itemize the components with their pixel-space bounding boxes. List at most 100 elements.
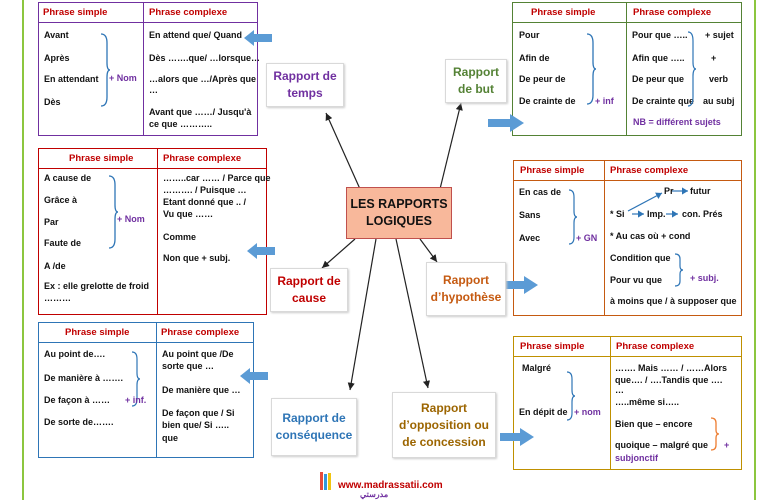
watermark-url: www.madrassatii.com	[338, 480, 443, 491]
list-item: ………	[44, 293, 71, 303]
list-item: Etant donné que .. /	[163, 197, 246, 207]
header-simple: Phrase simple	[531, 7, 596, 18]
label-opposition: Rapport d’opposition ou de concession	[392, 392, 496, 458]
table-hypothese: Phrase simple Phrase complexe En cas de …	[513, 160, 742, 316]
watermark-logo	[318, 470, 334, 494]
list-item: Bien que – encore	[615, 419, 693, 429]
page-frame	[22, 0, 756, 500]
list-item: Avant que ……/ Jusqu'à	[149, 107, 252, 117]
list-item: …	[149, 85, 158, 95]
suffix: + Nom	[109, 73, 137, 83]
table-but: Phrase simple Phrase complexe Pour Afin …	[512, 2, 742, 136]
header-simple: Phrase simple	[65, 327, 130, 338]
list-item: Avant	[44, 30, 69, 40]
tense-label: Imp.	[647, 209, 666, 219]
list-item: …..même si…..	[615, 397, 680, 407]
tense-label: Pr	[664, 186, 674, 196]
list-item: Avec	[519, 233, 541, 243]
header-complexe: Phrase complexe	[161, 327, 240, 338]
suffix: subjonctif	[615, 453, 658, 463]
list-item: De manière à …….	[44, 373, 124, 383]
table-cause: Phrase simple Phrase complexe A cause de…	[38, 148, 271, 315]
list-item: Par	[44, 217, 59, 227]
brace	[108, 175, 119, 249]
list-item: De peur que	[632, 74, 685, 84]
blue-arrow	[240, 368, 268, 384]
list-item: De sorte de…….	[44, 417, 114, 427]
list-item: En attendant	[44, 74, 99, 84]
list-item: De peur de	[519, 74, 566, 84]
list-item: En dépit de	[519, 407, 568, 417]
list-item: Dès	[44, 97, 61, 107]
watermark-small: مدرستي	[360, 490, 389, 499]
brace	[566, 371, 576, 421]
list-item: Pour vu que	[610, 275, 663, 285]
list-item: * Au cas où + cond	[610, 231, 691, 241]
list-item: Ex : elle grelotte de froid	[44, 281, 150, 291]
center-title: LES RAPPORTS LOGIQUES	[346, 187, 452, 239]
list-item: Afin de	[519, 53, 550, 63]
list-item: …alors que …/Après que	[149, 74, 257, 84]
list-item: que…. / ….Tandis que ….	[615, 375, 723, 385]
list-item: De crainte que	[632, 96, 695, 106]
label-temps: Rapport de temps	[266, 63, 344, 107]
list-item: Vu que ……	[163, 209, 214, 219]
list-item: Malgré	[522, 363, 552, 373]
list-item: ………. / Puisque …	[163, 185, 247, 195]
header-simple: Phrase simple	[520, 165, 585, 176]
tense-label: con. Prés	[682, 209, 723, 219]
blue-arrow	[500, 428, 534, 446]
table-consequence: Phrase simple Phrase complexe Au point d…	[38, 322, 254, 458]
blue-arrow	[488, 114, 524, 132]
header-complexe: Phrase complexe	[163, 153, 242, 164]
brace	[674, 253, 684, 287]
list-item: Pour que …..	[632, 30, 688, 40]
list-item: ……. Mais …… / ……Alors	[615, 363, 728, 373]
table-temps: Phrase simple Phrase complexe Avant Aprè…	[38, 2, 260, 136]
list-item: que	[162, 433, 179, 443]
label-hypothese: Rapport d’hypothèse	[426, 262, 506, 316]
brace	[568, 189, 578, 245]
list-item: En cas de	[519, 187, 562, 197]
header-simple: Phrase simple	[69, 153, 134, 164]
tense-arrows	[627, 187, 688, 218]
list-item: verb	[709, 74, 729, 84]
tense-label: * Si	[610, 209, 625, 219]
blue-arrow	[244, 30, 272, 46]
brace	[131, 351, 141, 407]
list-item: ce que ………..	[149, 119, 213, 129]
list-item: De façon à ……	[44, 395, 111, 405]
suffix: + inf	[595, 96, 614, 106]
list-item: ……..car …… / Parce que	[163, 173, 271, 183]
list-item: A /de	[44, 261, 66, 271]
list-item: quoique – malgré que	[615, 440, 709, 450]
list-item: Sans	[519, 210, 541, 220]
list-item: Pour	[519, 30, 540, 40]
label-cause: Rapport de cause	[270, 268, 348, 312]
list-item: De manière que …	[162, 385, 241, 395]
tense-label: futur	[690, 186, 711, 196]
list-item: bien que/ Si …..	[162, 420, 230, 430]
list-item: sorte que …	[162, 361, 215, 371]
list-item: Comme	[163, 232, 197, 242]
brace	[710, 417, 720, 451]
list-item: En attend que/ Quand	[149, 30, 243, 40]
list-item: De crainte de	[519, 96, 576, 106]
note: NB = différent sujets	[633, 117, 721, 127]
list-item: Grâce à	[44, 195, 78, 205]
blue-arrow	[247, 243, 275, 259]
list-item: à moins que / à supposer que	[610, 296, 737, 306]
suffix: + subj.	[690, 273, 719, 283]
header-complexe: Phrase complexe	[149, 7, 228, 18]
list-item: …	[615, 385, 624, 395]
label-consequence: Rapport de conséquence	[271, 398, 357, 456]
list-item: Au point que /De	[162, 349, 234, 359]
table-opposition: Phrase simple Phrase complexe Malgré En …	[513, 336, 742, 470]
list-item: A cause de	[44, 173, 92, 183]
list-item: au subj	[703, 96, 735, 106]
list-item: + sujet	[705, 30, 734, 40]
list-item: Non que + subj.	[163, 253, 231, 263]
suffix: +	[724, 440, 730, 450]
list-item: Faute de	[44, 238, 82, 248]
